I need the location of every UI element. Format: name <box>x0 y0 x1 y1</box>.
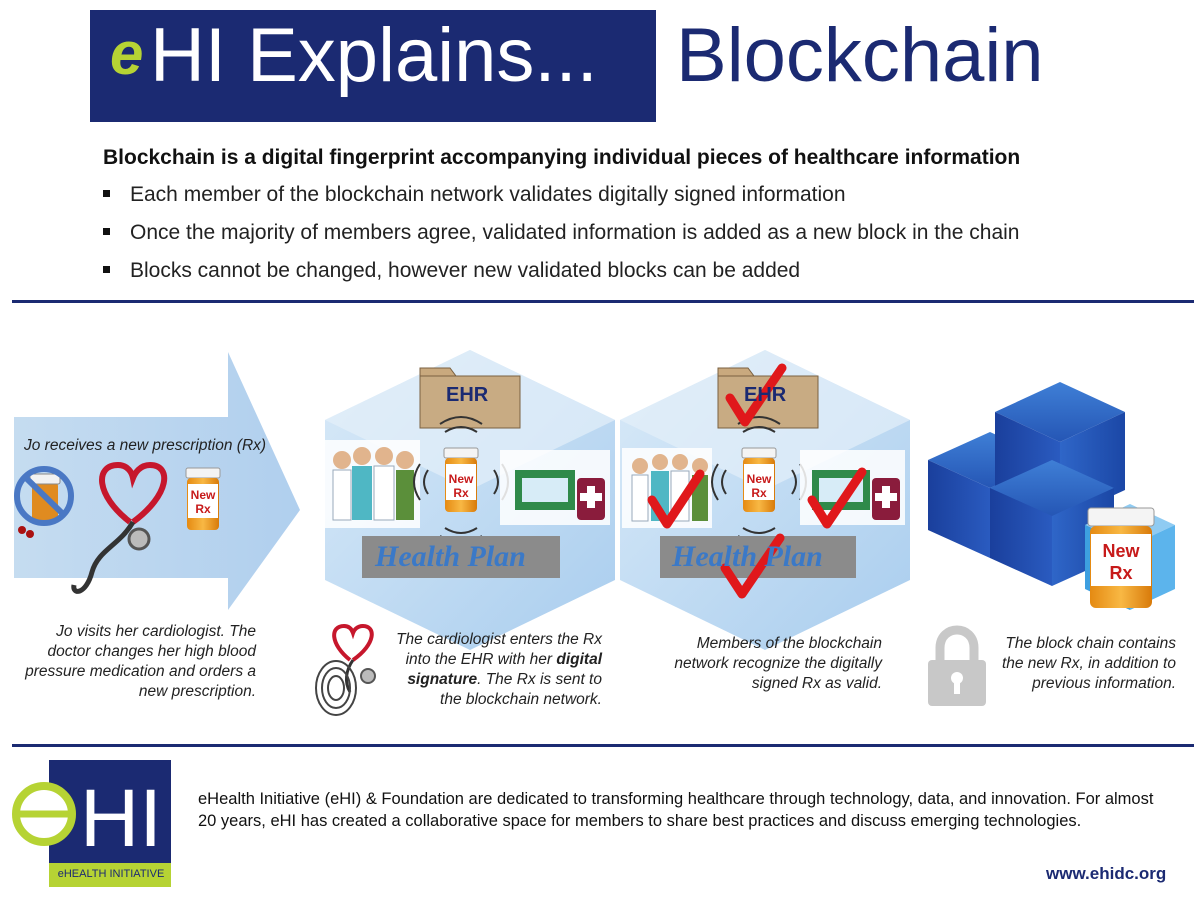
rx-label-new: New <box>746 472 772 486</box>
step2-caption-text-end: . The Rx is sent to the blockchain netwo… <box>440 671 602 708</box>
rx-label-rx: Rx <box>1109 563 1133 583</box>
step1-caption: Jo visits her cardiologist. The doctor c… <box>25 623 256 700</box>
ehr-folder-icon <box>419 367 521 429</box>
intro-bullet: Once the majority of members agree, vali… <box>103 221 1019 245</box>
rx-bottle-validated-icon <box>711 416 807 544</box>
step3-ehr-label: EHR <box>744 384 787 406</box>
title-explains: HI Explains... <box>150 13 598 98</box>
bullet-text: Each member of the blockchain network va… <box>130 183 846 206</box>
rx-label-rx: Rx <box>751 486 767 500</box>
step3-rx-label: New Rx <box>744 472 774 500</box>
health-plan-banner <box>362 536 560 578</box>
intro-bullet: Blocks cannot be changed, however new va… <box>103 259 800 283</box>
step2-caption: The cardiologist enters the Rx into the … <box>382 630 602 710</box>
heart-fingerprint-icon <box>315 623 376 716</box>
logo-tagline: eHEALTH INITIATIVE <box>57 868 165 880</box>
title-banner <box>90 10 656 122</box>
check-icon-doctors <box>647 469 705 529</box>
step3-health-plan-label: Health Plan <box>672 540 823 573</box>
bottom-divider <box>12 744 1194 747</box>
intro-headline: Blockchain is a digital fingerprint acco… <box>103 146 1021 169</box>
doctors-group-icon <box>322 440 420 528</box>
check-icon-ehr <box>725 363 787 427</box>
arrow-label: Jo receives a new prescription (Rx) <box>24 437 267 454</box>
step2-caption-bold: digital signature <box>407 651 602 688</box>
bullet-marker <box>103 189 110 197</box>
step3-caption: Members of the blockchain network recogn… <box>674 635 882 692</box>
footer-description: eHealth Initiative (eHI) & Foundation ar… <box>198 790 1154 830</box>
bullet-text: Once the majority of members agree, vali… <box>130 221 1020 244</box>
stethoscope-heart-icon <box>71 461 168 594</box>
rx-label-rx: Rx <box>453 486 469 500</box>
check-icon-health-plan <box>720 533 785 599</box>
blockchain-cubes-icon <box>928 382 1175 610</box>
process-illustration <box>14 350 1175 716</box>
step2-caption-text: The cardiologist enters the Rx into the … <box>396 631 602 668</box>
step1-arrow <box>14 352 300 610</box>
rx-label-new: New <box>1102 541 1140 561</box>
bullet-marker <box>103 227 110 235</box>
step4-rx-label: New Rx <box>1091 540 1151 584</box>
intro-bullet: Each member of the blockchain network va… <box>103 183 846 207</box>
step2-ehr-label: EHR <box>446 384 489 406</box>
footer-url-link[interactable]: www.ehidc.org <box>1046 864 1167 883</box>
bullet-marker <box>103 265 110 273</box>
rx-bottle-center-icon <box>413 416 509 544</box>
step1-rx-label: New Rx <box>188 488 218 516</box>
logo-e-letter: e <box>12 760 13 761</box>
title-topic: Blockchain <box>676 13 1044 98</box>
rx-label-new: New <box>448 472 474 486</box>
bullet-text: Blocks cannot be changed, however new va… <box>130 259 801 282</box>
pharmacy-icon <box>500 450 610 525</box>
rx-label-new: New <box>190 488 216 502</box>
check-icon-pharmacy <box>807 467 867 529</box>
step2-rx-label: New Rx <box>446 472 476 500</box>
new-rx-bottle-icon <box>185 467 221 530</box>
step2-health-plan-label: Health Plan <box>375 540 526 573</box>
rx-bottle-block-icon <box>1087 507 1155 608</box>
padlock-icon <box>928 625 986 706</box>
logo-hi-letters: HI <box>80 773 162 864</box>
top-divider <box>12 300 1194 303</box>
step4-caption: The block chain contains the new Rx, in … <box>1001 635 1176 692</box>
ehi-logo: HI <box>12 760 171 887</box>
title-e-letter: e <box>110 20 144 87</box>
old-prescription-icon <box>14 466 74 538</box>
rx-label-rx: Rx <box>195 502 211 516</box>
